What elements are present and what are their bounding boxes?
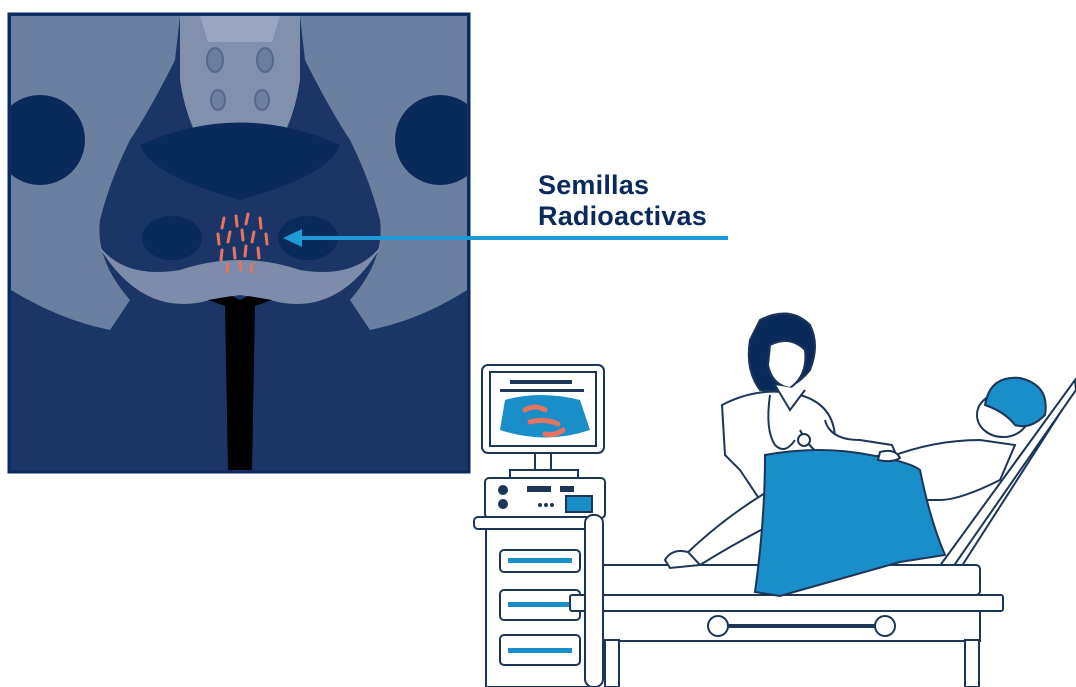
label-radioactivas: Radioactivas [538,201,707,231]
ultrasound-monitor-icon [482,365,604,478]
pelvis-xray-panel [0,14,485,472]
label-semillas: Semillas [538,170,649,200]
